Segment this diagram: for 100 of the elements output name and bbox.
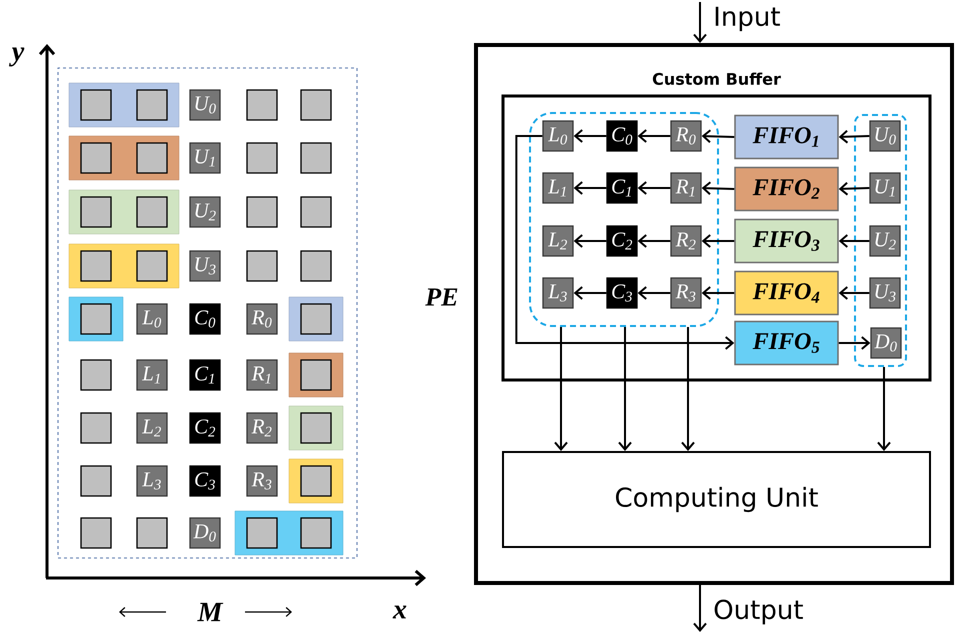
arrow (638, 234, 670, 248)
edge-label: Output (714, 600, 803, 624)
computing-unit-box: Computing Unit (502, 451, 931, 548)
arrow (638, 286, 670, 300)
axis-label: y (9, 48, 24, 66)
arrow (838, 286, 870, 300)
register-square: R$_{0}$ (246, 303, 278, 335)
register-square: C$_{2}$ (189, 412, 221, 444)
register-square: L$_{0}$ (136, 303, 168, 335)
grid-square (246, 89, 278, 121)
arrow (838, 130, 870, 144)
register-square: C$_{0}$ (189, 303, 221, 335)
register-square: U$_{3}$ (869, 277, 901, 309)
arrow (702, 181, 734, 195)
arrow (838, 234, 870, 248)
register-square: U$_{3}$ (189, 250, 221, 282)
register-square: C$_{2}$ (606, 225, 638, 257)
register-square: C$_{3}$ (606, 277, 638, 309)
register-square: U$_{0}$ (869, 120, 901, 152)
arrow (702, 286, 734, 300)
register-square: R$_{3}$ (246, 465, 278, 497)
arrow (515, 135, 734, 350)
arrow (574, 129, 606, 143)
register-square: R$_{2}$ (670, 225, 702, 257)
fifo-box: FIFO$_{2}$ (734, 166, 839, 212)
dashed-group (529, 112, 719, 327)
register-square: L$_{1}$ (136, 359, 168, 391)
fifo-box: FIFO$_{4}$ (734, 270, 839, 316)
axis-label: x (392, 606, 406, 618)
dashed-group (854, 114, 907, 367)
fifo-box: FIFO$_{3}$ (734, 218, 839, 264)
register-square: L$_{2}$ (136, 412, 168, 444)
dashed-frame (58, 68, 358, 558)
register-square: R$_{1}$ (670, 172, 702, 204)
node-label: PE (425, 288, 458, 306)
grid-square (136, 142, 168, 174)
grid-square (300, 196, 332, 228)
register-square: L$_{0}$ (542, 120, 574, 152)
grid-square (136, 196, 168, 228)
grid-square (136, 517, 168, 549)
arrow (838, 182, 870, 196)
register-square: R$_{0}$ (670, 120, 702, 152)
register-square: U$_{2}$ (869, 225, 901, 257)
arrow (638, 181, 670, 195)
arrow (574, 234, 606, 248)
grid-square (300, 359, 332, 391)
register-square: L$_{1}$ (542, 172, 574, 204)
arrow (877, 367, 891, 451)
axis-label: M (197, 602, 224, 622)
fifo-box: FIFO$_{5}$ (734, 320, 839, 366)
grid-square (246, 250, 278, 282)
arrow (693, 2, 707, 43)
grid-square (136, 250, 168, 282)
register-square: C$_{1}$ (189, 359, 221, 391)
arrow (574, 286, 606, 300)
grid-square (80, 250, 112, 282)
grid-square (246, 196, 278, 228)
arrow (554, 327, 568, 451)
register-square: R$_{2}$ (246, 412, 278, 444)
grid-square (300, 465, 332, 497)
grid-square (136, 89, 168, 121)
register-square: R$_{3}$ (670, 277, 702, 309)
grid-square (300, 517, 332, 549)
grid-square (300, 250, 332, 282)
grid-square (300, 142, 332, 174)
register-square: D$_{0}$ (189, 517, 221, 549)
grid-square (80, 359, 112, 391)
arrow (702, 234, 734, 248)
grid-square (80, 303, 112, 335)
arrow (618, 327, 632, 451)
register-square: C$_{1}$ (606, 172, 638, 204)
register-square: C$_{0}$ (606, 120, 638, 152)
grid-square (80, 196, 112, 228)
register-square: U$_{2}$ (189, 196, 221, 228)
arrow (681, 327, 695, 451)
register-square: R$_{1}$ (246, 359, 278, 391)
grid-square (300, 412, 332, 444)
grid-square (80, 517, 112, 549)
grid-square (246, 142, 278, 174)
register-square: L$_{2}$ (542, 225, 574, 257)
grid-square (300, 303, 332, 335)
grid-square (300, 89, 332, 121)
arrow (638, 129, 670, 143)
edge-label: Input (716, 6, 780, 32)
arrow (574, 181, 606, 195)
node-label: Custom Buffer (652, 72, 781, 85)
register-square: D$_{0}$ (870, 327, 902, 359)
fifo-box: FIFO$_{1}$ (734, 114, 839, 160)
arrow (838, 336, 870, 350)
grid-square (80, 412, 112, 444)
grid-square (80, 142, 112, 174)
arrow (693, 585, 707, 632)
register-square: C$_{3}$ (189, 465, 221, 497)
register-square: U$_{1}$ (869, 172, 901, 204)
register-square: U$_{1}$ (189, 142, 221, 174)
grid-square (80, 89, 112, 121)
register-square: U$_{0}$ (189, 89, 221, 121)
grid-square (80, 465, 112, 497)
register-square: L$_{3}$ (542, 277, 574, 309)
grid-square (246, 517, 278, 549)
